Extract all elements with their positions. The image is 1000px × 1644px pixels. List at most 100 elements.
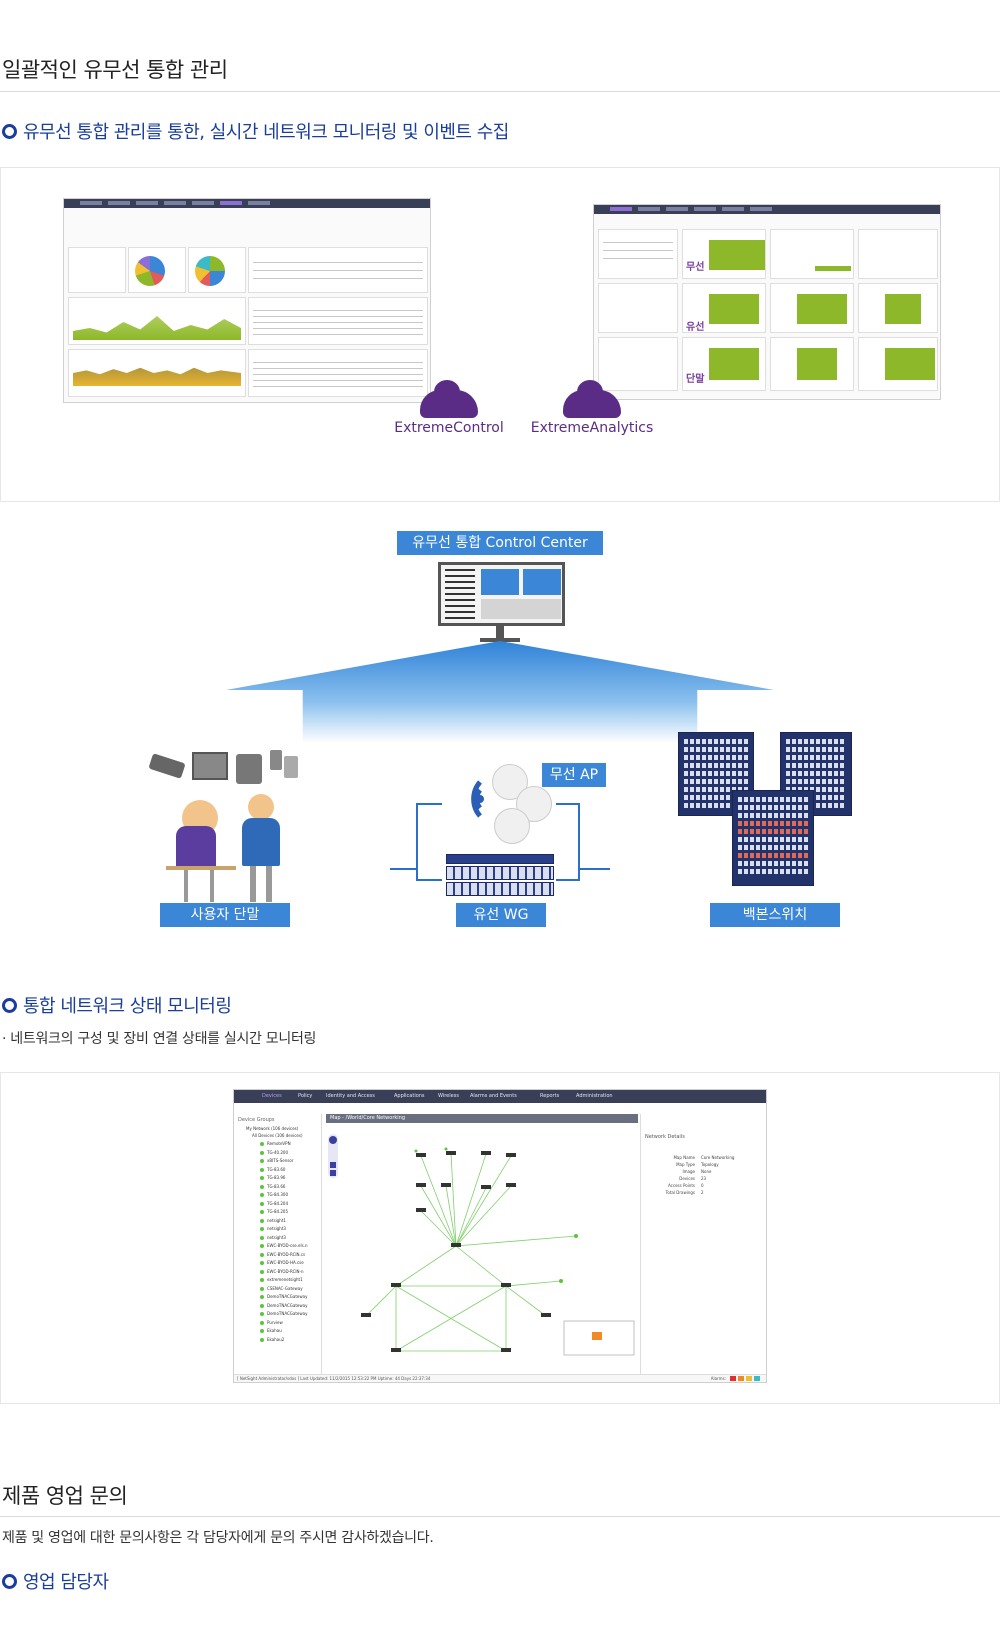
cloud-icon bbox=[420, 380, 478, 418]
subheading-text: 유무선 통합 관리를 통한, 실시간 네트워크 모니터링 및 이벤트 수집 bbox=[23, 122, 509, 143]
detail-value: Core Networking bbox=[701, 1155, 735, 1160]
device-tree-item[interactable]: Purview bbox=[260, 1319, 320, 1328]
dashboard-screenshots-box: 무선 유선 단말 ExtremeControl ExtremeAnalytics bbox=[0, 167, 1000, 502]
device-tree-item[interactable]: xBITS-Sensor bbox=[260, 1157, 320, 1166]
status-dot-icon bbox=[260, 1184, 264, 1189]
switch-device-icon bbox=[446, 854, 554, 864]
extremecontrol-brand-name: ExtremeControl bbox=[394, 420, 504, 436]
status-dot-icon bbox=[260, 1244, 264, 1248]
device-tree-item[interactable]: TG-84.300 bbox=[260, 1191, 320, 1200]
monitoring-description: · 네트워크의 구성 및 장비 연결 상태를 실시간 모니터링 bbox=[2, 1031, 317, 1047]
detail-key: Devices bbox=[679, 1176, 695, 1181]
backbone-switch-label: 백본스위치 bbox=[710, 903, 840, 927]
device-tree-item[interactable]: EWC-BYOD-HA.cse bbox=[260, 1259, 320, 1268]
status-dot-icon bbox=[260, 1337, 264, 1342]
terminal-annotation: 단말 bbox=[686, 374, 705, 385]
user-person-icon bbox=[176, 826, 216, 870]
monitor-icon bbox=[438, 562, 565, 626]
device-tree-item[interactable]: netsight1 bbox=[260, 1217, 320, 1226]
extremecontrol-dashboard-screenshot bbox=[63, 198, 431, 403]
device-tree-item[interactable]: EWC-BYOD-cse.els.n bbox=[260, 1242, 320, 1251]
bullet-ring-icon bbox=[2, 1573, 17, 1589]
detail-value: 2 bbox=[701, 1190, 704, 1195]
device-tree-item[interactable]: RemoteVPN bbox=[260, 1140, 320, 1149]
device-tree-item[interactable]: TG-83.96 bbox=[260, 1174, 320, 1183]
switch-device-icon bbox=[446, 882, 554, 896]
device-tree-item[interactable]: TG-83.60 bbox=[260, 1166, 320, 1175]
subheading-network-status: 통합 네트워크 상태 모니터링 bbox=[2, 992, 232, 1018]
device-tree-item[interactable]: EWC-BYOD-RCIN.cs bbox=[260, 1251, 320, 1260]
section-title-management: 일괄적인 유무선 통합 관리 bbox=[2, 58, 228, 82]
status-dot-icon bbox=[260, 1227, 264, 1231]
device-tree-item[interactable]: DemoTNACGateway bbox=[260, 1310, 320, 1319]
status-dot-icon bbox=[260, 1142, 264, 1146]
nav-item: Alarms and Events bbox=[470, 1093, 517, 1099]
device-tree-item[interactable]: netsight3 bbox=[260, 1234, 320, 1243]
nav-item: Devices bbox=[262, 1093, 282, 1099]
user-person-icon bbox=[248, 794, 274, 820]
network-tree-label: My Network (106 devices) bbox=[246, 1126, 299, 1131]
upward-arrow-gradient bbox=[226, 641, 774, 743]
device-tree-item[interactable]: extremenetsight1 bbox=[260, 1276, 320, 1285]
status-text: [ NetSight Administrator/sdos ] Last Upd… bbox=[237, 1376, 431, 1381]
status-dot-icon bbox=[260, 1176, 264, 1180]
map-title: Map - /World/Core Networking bbox=[326, 1114, 638, 1123]
device-tree-label: extremenetsight1 bbox=[267, 1277, 303, 1282]
control-center-label: 유무선 통합 Control Center bbox=[397, 531, 603, 555]
device-tree-item[interactable]: CSENAC-Gateway bbox=[260, 1285, 320, 1294]
wired-wg-label: 유선 WG bbox=[456, 903, 546, 927]
device-tree-label: TG-84.205 bbox=[267, 1209, 288, 1214]
device-tree-item[interactable]: TG-84.204 bbox=[260, 1200, 320, 1209]
wireless-ap-label: 무선 AP bbox=[542, 763, 606, 787]
zoom-control[interactable] bbox=[328, 1134, 338, 1178]
status-dot-icon bbox=[260, 1278, 264, 1282]
alarm-badge-minor[interactable] bbox=[746, 1376, 752, 1381]
device-tree-label: TG-84.204 bbox=[267, 1200, 288, 1206]
device-groups-label: Device Groups bbox=[238, 1117, 275, 1123]
status-dot-icon bbox=[260, 1150, 264, 1155]
device-tree-item[interactable]: DemoTNACGateway bbox=[260, 1302, 320, 1311]
device-tree-item[interactable]: netsight3 bbox=[260, 1225, 320, 1234]
alarm-badge-major[interactable] bbox=[738, 1376, 744, 1381]
device-tree-item[interactable]: TG-83.66 bbox=[260, 1183, 320, 1192]
user-terminal-label: 사용자 단말 bbox=[160, 903, 290, 927]
device-tree-label: EWC-BYOD-RCIN-n bbox=[267, 1268, 304, 1274]
device-tree-label: Ekahau bbox=[267, 1328, 282, 1333]
monitor-stand bbox=[496, 626, 504, 640]
status-dot-icon bbox=[260, 1193, 264, 1197]
device-tree-label: TG-40.200 bbox=[267, 1149, 288, 1155]
tablet-icon bbox=[270, 750, 282, 770]
device-tree-label: netsight1 bbox=[267, 1217, 286, 1223]
alarm-badge-critical[interactable] bbox=[730, 1376, 736, 1381]
map-area: Map - /World/Core Networking bbox=[326, 1114, 638, 1376]
subheading-text: 영업 담당자 bbox=[23, 1572, 109, 1593]
device-tree-item[interactable]: Ekahau2 bbox=[260, 1336, 320, 1345]
device-tree-item[interactable]: TG-84.205 bbox=[260, 1208, 320, 1217]
device-tree-label: TG-83.66 bbox=[267, 1183, 286, 1189]
device-tree-label: netsight3 bbox=[267, 1226, 286, 1231]
device-tree-label: Purview bbox=[267, 1319, 283, 1325]
connector-line bbox=[390, 868, 416, 870]
status-dot-icon bbox=[260, 1167, 264, 1172]
network-details-title: Network Details bbox=[645, 1134, 685, 1140]
device-tree-item[interactable]: TG-40.200 bbox=[260, 1149, 320, 1158]
status-dot-icon bbox=[260, 1312, 264, 1316]
user-person-icon bbox=[242, 818, 280, 866]
detail-key: Access Points bbox=[668, 1183, 695, 1188]
device-tree-item[interactable]: EWC-BYOD-RCIN-n bbox=[260, 1268, 320, 1277]
nav-item: Administration bbox=[576, 1093, 613, 1099]
status-bar: [ NetSight Administrator/sdos ] Last Upd… bbox=[234, 1374, 766, 1382]
section-title-sales: 제품 영업 문의 bbox=[2, 1484, 128, 1508]
extremecontrol-logo: ExtremeControl bbox=[389, 380, 509, 436]
device-groups-panel: Device Groups My Network (106 devices) A… bbox=[234, 1114, 322, 1378]
device-tree-label: EWC-BYOD-RCIN.cs bbox=[267, 1251, 306, 1257]
device-tree-label: TG-84.300 bbox=[267, 1192, 288, 1197]
alarm-badge-info[interactable] bbox=[754, 1376, 760, 1381]
device-tree-label: Ekahau2 bbox=[267, 1336, 285, 1342]
status-dot-icon bbox=[260, 1261, 264, 1265]
device-tree-item[interactable]: Ekahau bbox=[260, 1327, 320, 1336]
device-tree-item[interactable]: DemoTNACGateway bbox=[260, 1293, 320, 1302]
